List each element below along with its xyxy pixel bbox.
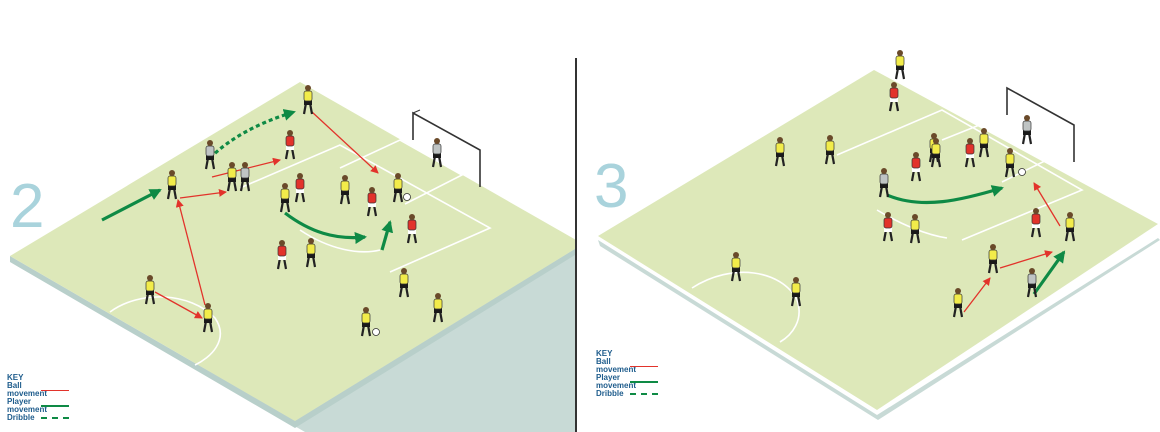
legend-dribble: Dribble <box>596 390 658 398</box>
diagram-number: 3 <box>594 156 628 218</box>
diagram-panel-2: 2 KEY Ball movement Player movement Drib… <box>0 0 575 432</box>
ball-arrow-icon <box>630 366 658 367</box>
ball-icon <box>1019 169 1026 176</box>
legend-dribble: Dribble <box>7 414 69 422</box>
player-arrow-icon <box>41 405 69 407</box>
dribble-arrow-icon <box>630 393 658 395</box>
legend-ball: Ball movement <box>7 382 69 398</box>
pitch-diagram-2 <box>0 0 575 432</box>
legend-player-label: Player movement <box>7 398 41 414</box>
panel-divider <box>575 58 577 432</box>
legend-player: Player movement <box>596 374 658 390</box>
ball-arrow-icon <box>41 390 69 391</box>
ball-icon <box>373 329 380 336</box>
legend-dribble-label: Dribble <box>7 414 41 422</box>
legend-ball-label: Ball movement <box>7 382 41 398</box>
legend-ball-label: Ball movement <box>596 358 630 374</box>
pitch-diagram-3 <box>582 0 1160 432</box>
legend-key: KEY Ball movement Player movement Dribbl… <box>596 350 658 398</box>
legend-player-label: Player movement <box>596 374 630 390</box>
ball-icon <box>404 194 411 201</box>
dribble-arrow-icon <box>41 417 69 419</box>
diagram-panel-3: 3 KEY Ball movement Player movement Drib… <box>582 0 1157 432</box>
yellow-player-figure <box>896 50 904 79</box>
legend-key: KEY Ball movement Player movement Dribbl… <box>7 374 69 422</box>
legend-player: Player movement <box>7 398 69 414</box>
legend-dribble-label: Dribble <box>596 390 630 398</box>
player-arrow-icon <box>630 381 658 383</box>
diagram-number: 2 <box>10 176 44 238</box>
legend-ball: Ball movement <box>596 358 658 374</box>
